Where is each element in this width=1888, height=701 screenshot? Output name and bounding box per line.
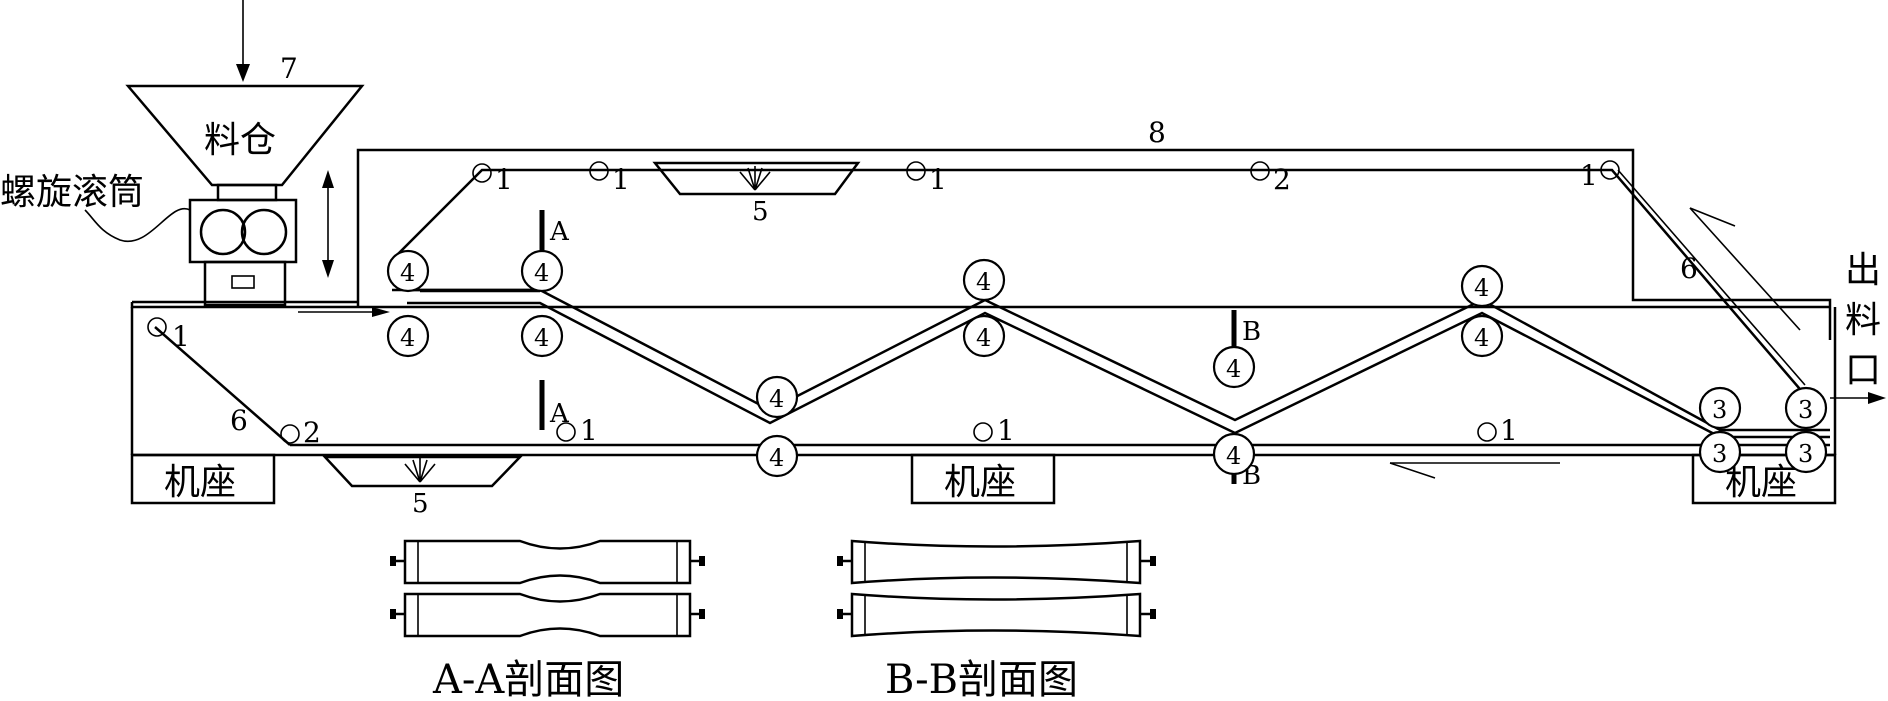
press-rollers bbox=[386, 249, 1504, 478]
belt-number-left: 6 bbox=[230, 404, 248, 437]
lower-idler-label-2: 2 bbox=[303, 416, 321, 449]
upper-belt bbox=[391, 168, 1806, 396]
feed-direction-arrowhead bbox=[372, 307, 390, 317]
upper-idler-label-4: 2 bbox=[1273, 163, 1291, 196]
lower-cleaner-number: 5 bbox=[412, 489, 429, 519]
lower-idler-label-5: 1 bbox=[1500, 414, 1518, 447]
screw-drum-unit bbox=[84, 198, 298, 307]
base-center-label: 机座 bbox=[944, 462, 1016, 503]
press-roller-label-9: 4 bbox=[1226, 355, 1241, 383]
screw-drum-label: 螺旋滚筒 bbox=[0, 172, 144, 213]
press-roller-label-8: 4 bbox=[976, 324, 991, 352]
press-roller-label-6: 4 bbox=[769, 444, 784, 472]
press-roller-label-5: 4 bbox=[769, 385, 784, 413]
discharge-roller-label-1: 3 bbox=[1712, 396, 1727, 424]
lower-idler-label-4: 1 bbox=[997, 414, 1015, 447]
section-a-caption: A-A剖面图 bbox=[432, 657, 624, 701]
hopper-number: 7 bbox=[280, 52, 298, 85]
hopper-label: 料仓 bbox=[204, 120, 276, 161]
upper-cleaner bbox=[652, 161, 861, 196]
press-roller-label-4: 4 bbox=[534, 324, 549, 352]
lower-idler-label-3: 1 bbox=[580, 414, 598, 447]
section-b-mark-top: B bbox=[1242, 317, 1261, 347]
press-roller-label-11: 4 bbox=[1474, 274, 1489, 302]
lower-idler-rollers bbox=[147, 317, 1497, 444]
press-roller-label-12: 4 bbox=[1474, 324, 1489, 352]
belt-number-right: 6 bbox=[1680, 252, 1698, 285]
section-a-mark-bottom: A bbox=[549, 399, 570, 429]
press-roller-label-10: 4 bbox=[1226, 442, 1241, 470]
press-roller-label-1: 4 bbox=[400, 259, 415, 287]
discharge-roller-label-4: 3 bbox=[1798, 440, 1813, 468]
press-roller-label-3: 4 bbox=[400, 324, 415, 352]
upper-idler-label-1: 1 bbox=[495, 163, 513, 196]
outlet-label-2: 料 bbox=[1845, 300, 1881, 341]
outlet-label-3: 口 bbox=[1845, 350, 1881, 391]
base-left bbox=[130, 453, 276, 505]
upper-direction-arrow bbox=[1689, 207, 1801, 331]
lower-direction-arrow bbox=[1389, 462, 1560, 479]
lower-cleaner bbox=[322, 455, 523, 488]
upper-idler-label-5: 1 bbox=[1580, 159, 1598, 192]
height-adjust-arrow bbox=[322, 170, 334, 278]
upper-frame-number: 8 bbox=[1148, 116, 1166, 149]
feed-arrow bbox=[236, 0, 250, 82]
press-roller-label-2: 4 bbox=[534, 259, 549, 287]
press-belt-top bbox=[407, 288, 1830, 439]
base-left-label: 机座 bbox=[164, 462, 236, 503]
press-roller-label-7: 4 bbox=[976, 268, 991, 296]
upper-idler-label-3: 1 bbox=[929, 163, 947, 196]
section-a-mark-top: A bbox=[549, 217, 570, 247]
lower-idler-label-1: 1 bbox=[172, 320, 190, 353]
outlet-label-1: 出 bbox=[1845, 250, 1881, 291]
section-b-caption: B-B剖面图 bbox=[885, 657, 1078, 701]
base-right-label: 机座 bbox=[1725, 462, 1797, 503]
left-belt bbox=[154, 326, 291, 446]
base-right bbox=[1691, 453, 1837, 505]
discharge-rollers bbox=[1698, 386, 1828, 474]
upper-idler-rollers bbox=[472, 160, 1620, 183]
discharge-roller-label-2: 3 bbox=[1798, 396, 1813, 424]
base-center bbox=[910, 453, 1056, 505]
upper-cleaner-number: 5 bbox=[752, 197, 769, 227]
upper-idler-label-2: 1 bbox=[612, 163, 630, 196]
outlet-arrow bbox=[1830, 392, 1886, 404]
section-a-drawing bbox=[390, 539, 705, 638]
discharge-roller-label-3: 3 bbox=[1712, 440, 1727, 468]
section-b-drawing bbox=[837, 539, 1156, 638]
